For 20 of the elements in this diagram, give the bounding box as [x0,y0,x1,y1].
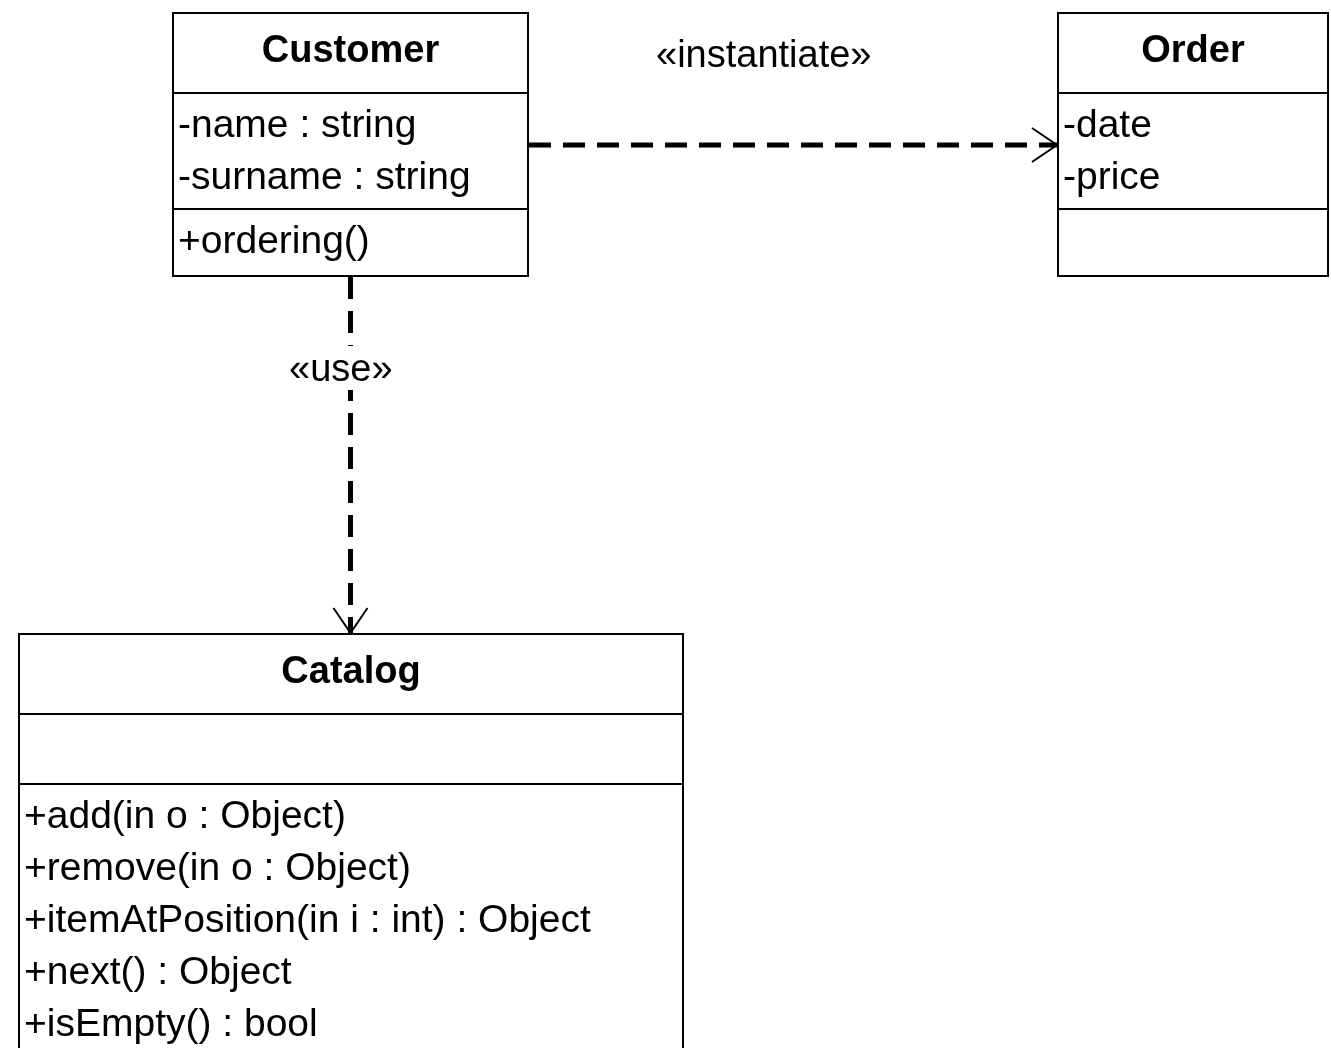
member-text: -surname : string [178,153,471,199]
member-text: +remove(in o : Object) [24,844,411,890]
class-box [172,12,529,277]
member-text: +itemAtPosition(in i : int) : Object [24,896,591,942]
class-compartment [20,783,682,1048]
class-name: Order [1141,28,1245,71]
dependency-arrow [529,127,1058,163]
class-box [1057,12,1329,277]
member-text: +isEmpty() : bool [24,1000,318,1046]
class-name: Catalog [281,649,421,692]
member-text: -price [1063,153,1161,199]
class-box [18,633,684,1048]
edge-label: «use» [287,346,395,390]
member-text: +ordering() [178,217,370,263]
member-text: -date [1063,101,1152,147]
member-text: +next() : Object [24,948,292,994]
member-text: -name : string [178,101,417,147]
member-text: +add(in o : Object) [24,792,346,838]
dependency-arrow [332,277,369,634]
class-name: Customer [261,28,440,71]
